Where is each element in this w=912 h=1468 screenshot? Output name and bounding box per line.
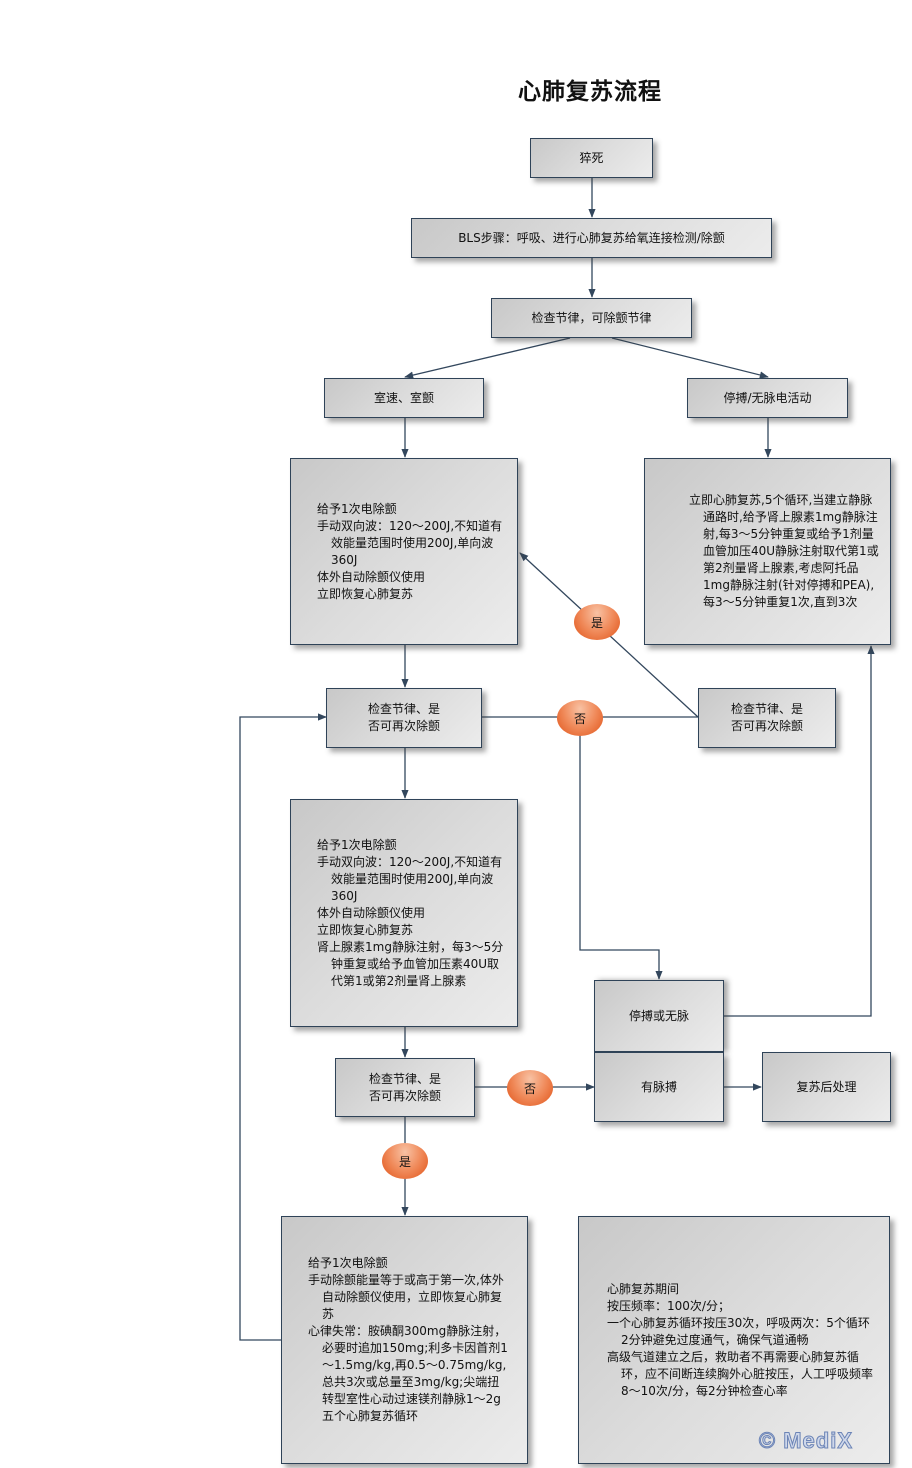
node-shock-1: 给予1次电除颤 手动双向波：120～200J,不知道有效能量范围时使用200J,… (290, 458, 518, 645)
node-check-again-right: 检查节律、是 否可再次除颤 (698, 688, 836, 748)
node-cpr-notes: 心肺复苏期间 按压频率：100次/分； 一个心肺复苏循环按压30次，呼吸两次：5… (578, 1216, 890, 1464)
node-shock-3: 给予1次电除颤 手动除颤能量等于或高于第一次,体外自动除颤仪使用，立即恢复心肺复… (281, 1216, 528, 1464)
node-check-again-left: 检查节律、是 否可再次除颤 (326, 688, 482, 748)
node-sudden-death: 猝死 (530, 138, 653, 178)
node-asystole-or-pulseless: 停搏或无脉 (594, 980, 724, 1052)
node-bls-steps: BLS步骤：呼吸、进行心肺复苏给氧连接检测/除颤 (411, 218, 772, 258)
node-shock-2: 给予1次电除颤 手动双向波：120～200J,不知道有效能量范围时使用200J,… (290, 799, 518, 1027)
edge-check-vtvf (404, 337, 571, 379)
node-post-resuscitation: 复苏后处理 (762, 1052, 891, 1122)
edge-no-asystole (579, 735, 663, 980)
node-cpr-asystole: 立即心肺复苏,5个循环,当建立静脉通路时,给予肾上腺素1mg静脉注射,每3～5分… (644, 458, 891, 645)
node-vt-vf: 室速、室颤 (324, 378, 484, 418)
medix-watermark: © MediX (758, 1428, 853, 1453)
decision-yes-upper: 是 (574, 604, 620, 640)
decision-yes-bottom: 是 (382, 1143, 428, 1179)
edge-asystole-cpr-loop (724, 645, 875, 1017)
node-check-again-bottom: 检查节律、是 否可再次除颤 (335, 1058, 475, 1117)
decision-no-bottom: 否 (507, 1070, 553, 1106)
node-pulse-present: 有脉搏 (594, 1052, 724, 1122)
node-check-rhythm: 检查节律，可除颤节律 (491, 298, 692, 338)
node-asystole-pea: 停搏/无脉电活动 (687, 378, 848, 418)
decision-no-middle: 否 (557, 700, 603, 736)
edge-shock3-loop (239, 713, 327, 1341)
diagram-title: 心肺复苏流程 (518, 79, 662, 105)
edge-check-asystole (611, 337, 769, 379)
